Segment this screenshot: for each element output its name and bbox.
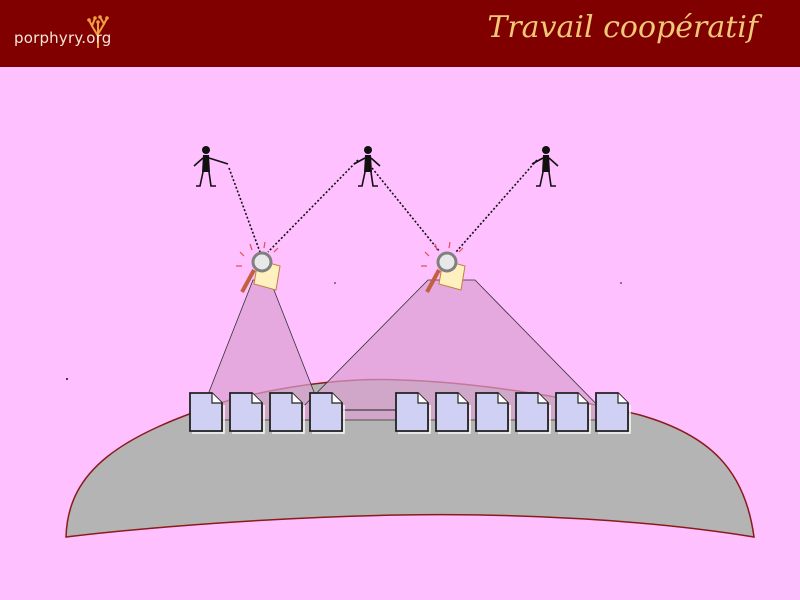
porphyry-logo[interactable]: porphyry.org bbox=[14, 14, 144, 54]
document-icon[interactable] bbox=[309, 392, 345, 434]
document-icon[interactable] bbox=[269, 392, 305, 434]
slide-title: Travail coopératif bbox=[487, 10, 758, 45]
documents-group bbox=[189, 392, 631, 434]
person-icon bbox=[531, 146, 559, 187]
stray-dot bbox=[620, 282, 622, 284]
document-icon[interactable] bbox=[475, 392, 511, 434]
magnifier-document-icon bbox=[236, 241, 281, 293]
search-tool-2[interactable] bbox=[421, 241, 466, 293]
user-2[interactable] bbox=[353, 146, 381, 187]
logo-text: porphyry.org bbox=[14, 29, 112, 47]
user-links bbox=[228, 159, 538, 253]
stray-dot bbox=[66, 378, 68, 380]
document-icon[interactable] bbox=[595, 392, 631, 434]
document-icon[interactable] bbox=[229, 392, 265, 434]
person-icon bbox=[193, 146, 229, 187]
search-tool-1[interactable] bbox=[236, 241, 281, 293]
cooperative-work-diagram bbox=[65, 146, 755, 538]
person-icon bbox=[353, 146, 381, 187]
document-icon[interactable] bbox=[515, 392, 551, 434]
tree-icon bbox=[87, 15, 109, 48]
user-3[interactable] bbox=[531, 146, 559, 187]
user-1[interactable] bbox=[193, 146, 229, 187]
document-icon[interactable] bbox=[395, 392, 431, 434]
document-icon[interactable] bbox=[189, 392, 225, 434]
document-icon[interactable] bbox=[555, 392, 591, 434]
document-icon[interactable] bbox=[435, 392, 471, 434]
header-bar: porphyry.org Travail coopératif bbox=[0, 0, 800, 67]
magnifier-document-icon bbox=[421, 241, 466, 293]
stray-dot bbox=[334, 282, 336, 284]
